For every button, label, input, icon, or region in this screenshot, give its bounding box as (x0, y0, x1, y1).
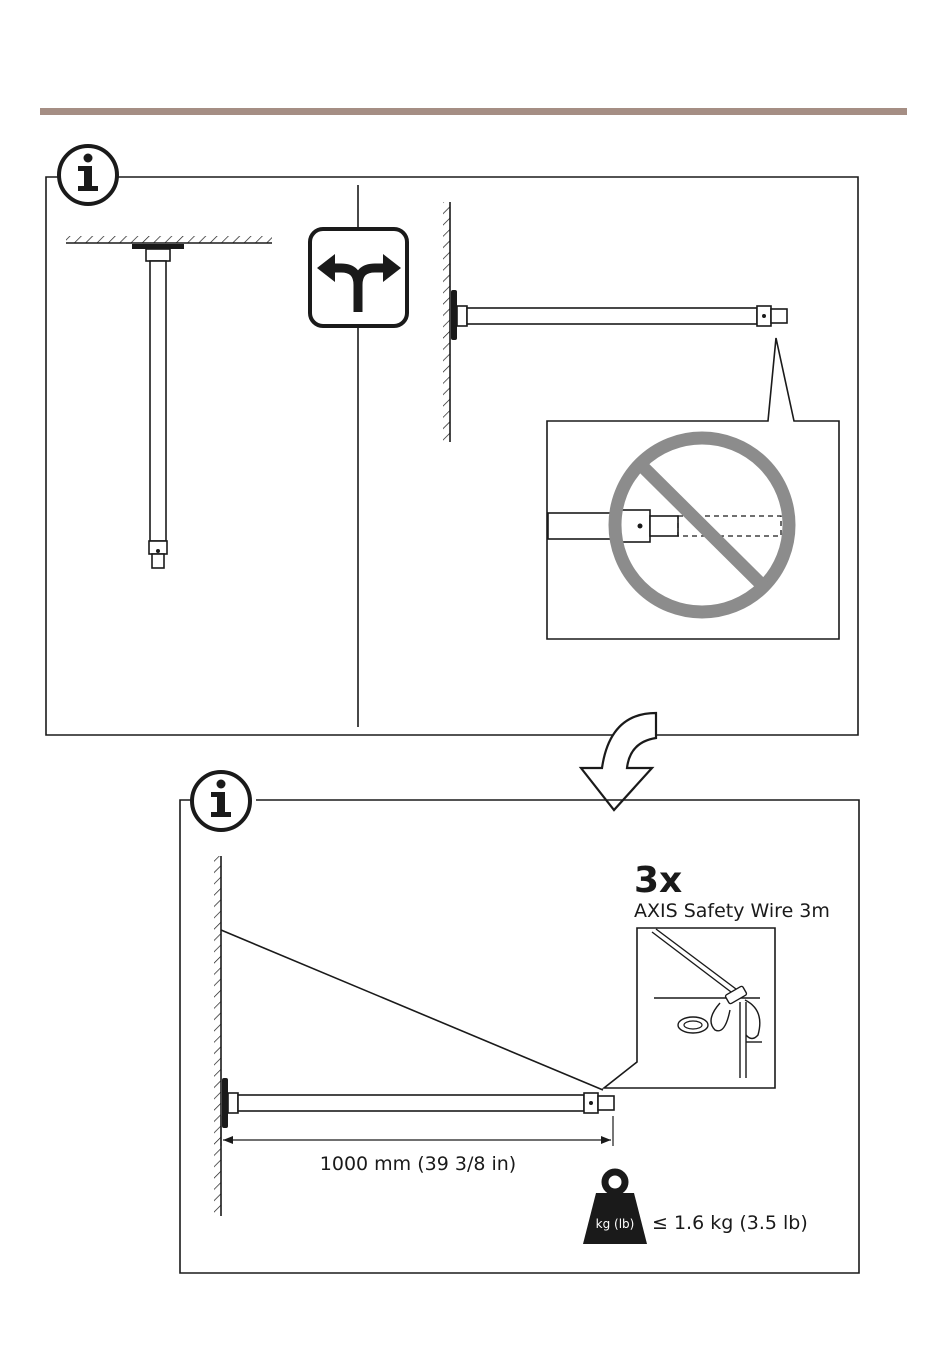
weight-icon (583, 1172, 647, 1244)
weight-unit-label: kg (lb) (596, 1217, 635, 1231)
dimension-label: 1000 mm (39 3/8 in) (320, 1153, 516, 1175)
wall-mount-illustration (443, 202, 787, 442)
wall-hatch (214, 856, 221, 1216)
product-label: AXIS Safety Wire 3m (634, 900, 830, 922)
info-icon (192, 772, 250, 830)
info-icon (59, 146, 117, 204)
dimension-line (221, 1116, 613, 1146)
down-arrow-icon (581, 713, 656, 810)
safety-wire-detail (604, 928, 775, 1088)
ceiling-mount-illustration (66, 236, 272, 568)
wall-pole (222, 1078, 614, 1128)
safety-wire-line (221, 930, 603, 1090)
bottom-panel: 1000 mm (39 3/8 in) 3x AXIS Safety Wire … (180, 772, 859, 1273)
top-panel (46, 146, 858, 735)
weight-limit-label: ≤ 1.6 kg (3.5 lb) (652, 1212, 808, 1234)
prohibition-callout (547, 338, 839, 639)
quantity-label: 3x (634, 860, 682, 901)
choice-arrows-icon (310, 229, 407, 326)
